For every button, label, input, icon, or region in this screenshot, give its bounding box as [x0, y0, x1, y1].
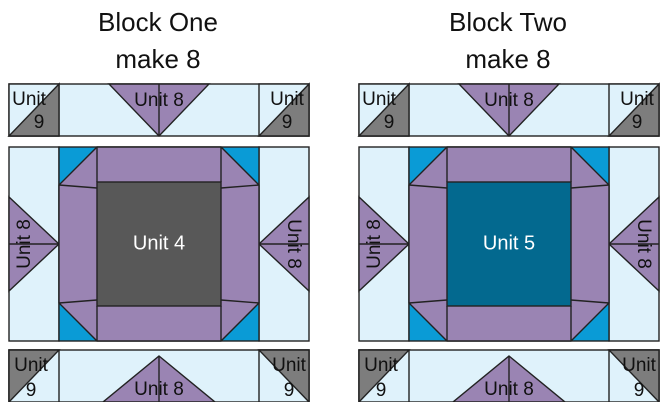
frame-seam [408, 299, 448, 304]
block-one-title: Block One [98, 7, 218, 37]
unit9-top-right-number: 9 [632, 112, 643, 133]
unit9-bottom-left-number: 9 [26, 380, 37, 401]
unit9-top-left-label: Unit [12, 89, 47, 110]
unit9-top-left-label: Unit [362, 89, 397, 110]
unit9-top-left-triangle [357, 82, 410, 137]
unit8-right-label: Unit 8 [283, 219, 304, 269]
unit9-bottom-right-label: Unit [272, 355, 307, 376]
unit8-bottom-label: Unit 8 [134, 379, 184, 400]
unit9-top-left-triangle [7, 82, 60, 137]
unit9-bottom-left-label: Unit [14, 355, 49, 376]
unit9-bottom-right-number: 9 [634, 380, 645, 401]
frame-seam [58, 299, 98, 304]
unit9-top-right-triangle [607, 82, 660, 137]
unit9-bottom-right-label: Unit [622, 355, 657, 376]
frame-seam [570, 299, 610, 304]
unit8-left-label: Unit 8 [364, 219, 385, 269]
unit9-top-left-number: 9 [384, 112, 395, 133]
frame-seam [58, 184, 98, 189]
unit8-bottom-label: Unit 8 [484, 379, 534, 400]
unit9-bottom-right-triangle [607, 349, 660, 402]
center-square-label: Unit 5 [483, 232, 535, 254]
unit9-top-right-label: Unit [270, 89, 305, 110]
unit8-right-label: Unit 8 [633, 219, 654, 269]
center-square-label: Unit 4 [133, 232, 185, 254]
block-two-title: Block Two [449, 7, 567, 37]
unit9-bottom-left-triangle [8, 349, 61, 402]
frame-seam [570, 184, 610, 189]
unit9-top-left-number: 9 [34, 112, 45, 133]
unit9-top-right-label: Unit [620, 89, 655, 110]
frame-seam [220, 299, 260, 304]
center-square [96, 181, 222, 307]
block-two-subtitle: make 8 [465, 44, 550, 74]
unit8-top-label: Unit 8 [484, 90, 534, 111]
unit9-bottom-left-number: 9 [376, 380, 387, 401]
unit9-top-right-triangle [257, 82, 310, 137]
unit9-top-right-number: 9 [282, 112, 293, 133]
frame-seam [408, 184, 448, 189]
unit8-top-label: Unit 8 [134, 90, 184, 111]
unit9-bottom-right-triangle [257, 349, 310, 402]
frame-seam [220, 184, 260, 189]
unit8-left-label: Unit 8 [14, 219, 35, 269]
unit9-bottom-right-number: 9 [284, 380, 295, 401]
unit9-bottom-left-label: Unit [364, 355, 399, 376]
block-one-subtitle: make 8 [115, 44, 200, 74]
center-square [446, 181, 572, 307]
unit9-bottom-left-triangle [358, 349, 411, 402]
